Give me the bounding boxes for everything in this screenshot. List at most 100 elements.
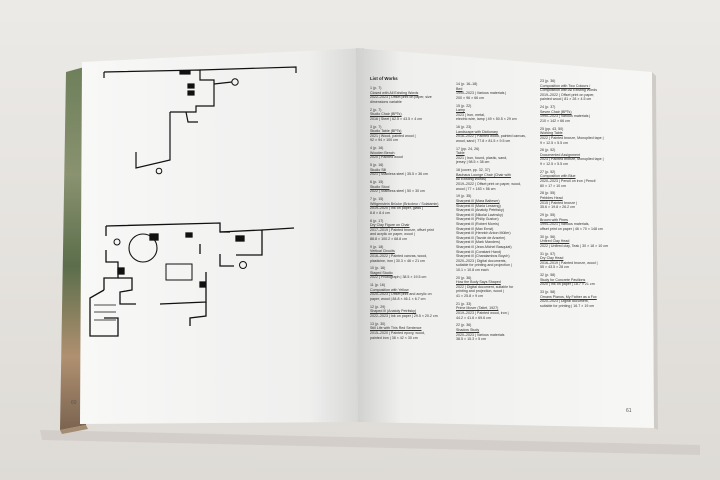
work-number: 25 (pp. 43, 50) [540,126,564,131]
work-detail: wood | 77 × 183 × 56 cm [456,186,496,191]
work-title: Documented Assignment [540,152,580,157]
work-title: Table [456,151,465,156]
work-number: 31 (p. 57) [540,251,556,256]
work-detail: 2022 | Photograph | 38.5 × 19.5 cm [370,275,427,280]
work-number: 7 (p. 15) [370,197,384,201]
works-column-3: 23 (p. 36)Composition with Two Colours /… [540,79,626,312]
left-page [80,48,366,424]
work-detail: 9 × 12.5 × 5.5 cm [540,162,568,167]
work-detail: 35.6 × 19.8 × 26.2 cm [540,205,575,210]
work-title: Wittgenstein Brücke (Bricoleur / Solatam… [370,201,439,206]
work-detail: 2022 | Digital document, suitable for [456,284,514,289]
work-detail: 2021 | Iron, found, plastic, sand, [456,155,508,160]
work-detail: Sharpest ill (Max Ernst) [456,226,494,231]
work-number: 29 (p. 55) [540,212,556,217]
work-title: Shadow Study [456,328,480,332]
work-title: Composition with Blue [540,174,576,179]
work-detail: 2022 | Stainless steel | 50 × 30 cm [370,189,425,194]
work-number: 16 (p. 23) [456,125,472,130]
work-detail: 2019–2022 | Offset print on paper, wood, [456,182,522,187]
work-detail: 2017–2019 | Painted bronze, offset print [370,227,434,232]
floor-plan-drawing-bottom [89,222,295,337]
work-detail: 88.8 × 100.2 × 68.8 cm [370,236,407,241]
work-detail: Sharpest ill (Robert Morris) [456,221,499,226]
work-number: 3 (p. 7) [370,124,382,129]
work-title: Studio Table (BPTs) [370,129,402,134]
work-entry: 2 (p. 7)Studio Chair (BPTs)2016 | Steel … [370,108,452,122]
work-detail: plasticine, iron | 30.3 × 46 × 21 cm [370,258,425,263]
work-detail: Sharpest ill (Tavole de Anselm) [456,235,506,240]
right-page-number: 61 [626,408,632,414]
work-detail: Composition with All Existing Words [540,88,598,93]
work-title: Composition with Yellow [370,287,409,292]
work-number: 18 (cover, pp. 32, 37) [456,168,490,173]
work-detail: 210 × 142 × 66 cm [540,118,570,123]
work-detail: Sharpest ill (Anatoly Petritsky) [456,208,504,213]
work-detail: 1990–2023 | Various materials | [456,91,507,96]
work-detail: 2022–2023 | Ink on paper | 29.5 × 20.2 c… [370,314,438,318]
work-detail: 8.8 × 8.4 cm [370,210,390,215]
work-number: 32 (p. 58) [540,273,556,278]
work-entry: 3 (p. 7)Studio Table (BPTs)2021 | Wood, … [370,125,452,143]
work-detail: 2016–2022 | Painted wood, painted canvas… [456,134,526,139]
work-detail: offset print on paper | 46 × 70 × 148 cm [540,226,603,231]
work-title: Studio Stool [370,184,390,189]
work-title: Closed with All Existing Words [370,90,419,95]
work-detail: 1990–2023 | Various materials | [540,114,591,119]
work-detail: Sharpest ill (Nikolai Lavinsky) [456,212,503,217]
work-number: 24 (p. 37) [540,105,556,110]
work-title: Landscape with Dictionary [456,129,498,134]
work-number: 9 (p. 18) [370,244,384,249]
work-entry: 24 (p. 37)Seven Chair (BPTs)1990–2023 | … [540,105,626,123]
work-entry: 19 (p. 35)Sharpest ill (Mara Balteser)Sh… [456,194,538,272]
work-detail: 2021 | Wood, painted wood | [370,133,416,138]
work-title: Dry Clay Figure on Chair [370,223,410,228]
work-detail: 38.5 × 15.3 × 5 cm [456,337,486,342]
work-title: Study for Concrete Pavilions [540,277,586,282]
right-page [356,48,654,428]
work-detail: Sharpest ill (Maria Lesseng) [456,203,501,208]
work-detail: Sharpest ill (Henrich Anton Müller) [456,231,511,236]
work-detail: 2019–2023 | Painted wood, iron | [456,311,509,316]
work-detail: 80 × 17 × 10 cm [540,183,566,188]
work-detail: 2023 | Painted bronze, Monoplied tape | [540,157,604,162]
work-detail: 2020–2023 | Digital document, [540,299,589,304]
work-number: 10 (p. 16) [370,266,386,271]
work-entry: 12 (p. 29)Shaped Ill (Anatoly Petritsky)… [370,305,452,319]
work-detail: 10.1 × 10.8 cm each [456,267,489,272]
work-number: 27 (p. 52) [540,169,556,174]
work-title: Vertical Circuits [370,249,395,254]
work-detail: 2020–2023 | Offset print and acrylic on [370,292,432,297]
work-title: Ornans Pianos, My Father as a Fox [540,294,597,299]
work-title: Composition with Two Colours / [540,83,591,88]
work-detail: suitable for printing | 16.7 × 19 cm [540,303,595,308]
work-detail: 200 × 96 × 66 cm [456,95,484,100]
work-title: Unfired Clay Head [540,239,570,244]
work-number: 1 (p. 7) [370,86,382,90]
work-detail: 2016–2019 | Painted bronze, wood | [540,260,598,265]
list-of-works-title: List of Works [370,76,398,81]
work-title: Bed [456,86,463,91]
work-number: 23 (p. 36) [540,79,556,83]
work-entry: 13 (p. 30)Still Life with This Red Sente… [370,322,452,340]
work-detail: 2020 | Ink on paper | 18.7 × 21 cm [540,282,595,287]
work-title: Bauhaus Lounge Chair (Chair with [456,172,511,177]
work-detail: 2021 | Stainless steel | 35.5 × 36 cm [370,172,428,177]
work-detail: Sharpest ill (Mark Manders) [456,240,501,245]
work-detail: 2019–2020 | Ink on paper, glass | [370,206,424,211]
